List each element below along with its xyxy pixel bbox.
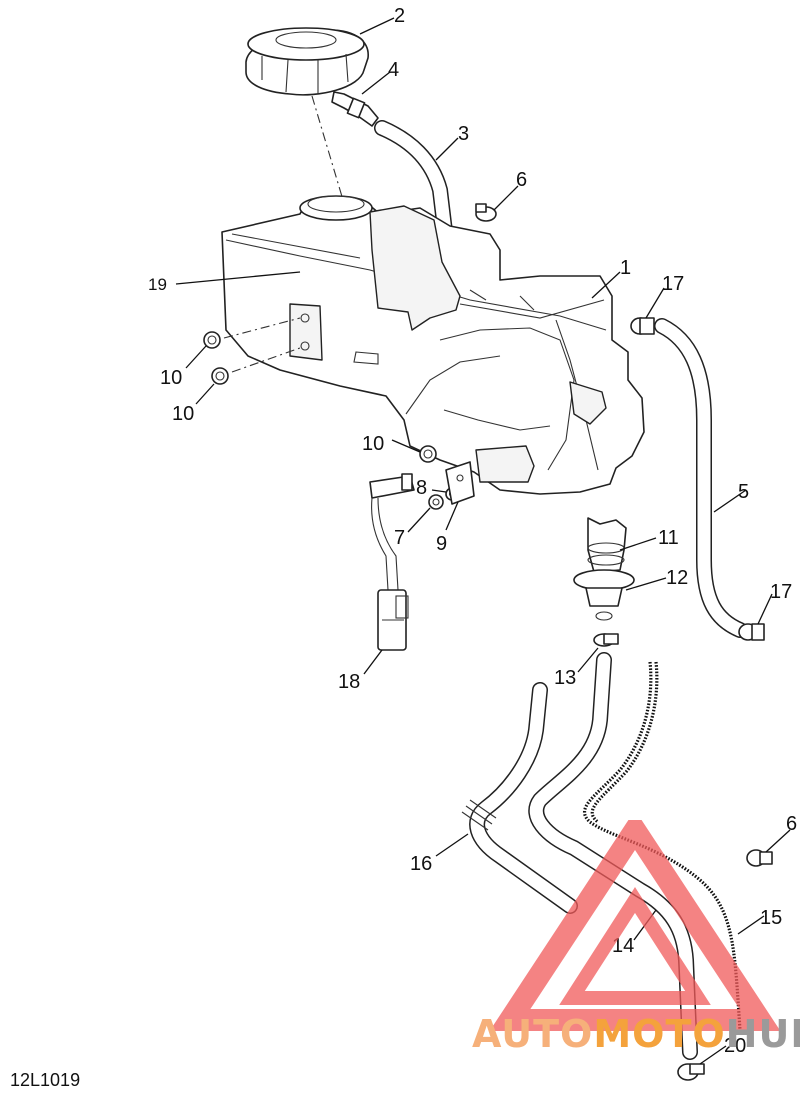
vent-valve — [331, 91, 379, 127]
bolt-left-lower — [211, 367, 229, 385]
callout-11: 11 — [658, 527, 679, 549]
callout-14: 14 — [612, 935, 634, 957]
hose-fitting-top — [630, 317, 655, 335]
callout-10-center: 10 — [362, 433, 384, 455]
callout-8: 8 — [416, 477, 427, 499]
nut — [428, 494, 444, 510]
callout-19: 19 — [148, 275, 167, 294]
callout-20: 20 — [724, 1035, 746, 1057]
bolt-left-upper — [203, 331, 221, 349]
callout-17-top: 17 — [662, 273, 684, 295]
cap-axis-line — [311, 95, 347, 211]
check-valve — [587, 517, 627, 573]
callout-15: 15 — [760, 907, 782, 929]
hose-clamp-top — [475, 203, 497, 222]
hose-clamp-middle — [593, 633, 619, 647]
callout-7: 7 — [394, 527, 405, 549]
figure-id: 12L1019 — [10, 1070, 81, 1090]
callout-3: 3 — [458, 123, 469, 145]
level-sensor-harness — [369, 473, 415, 651]
filler-cap — [245, 27, 369, 96]
callout-13: 13 — [554, 667, 576, 689]
callout-9: 9 — [436, 533, 447, 555]
callout-10-upper: 10 — [160, 367, 182, 389]
callout-6-top: 6 — [516, 169, 527, 191]
callout-16: 16 — [410, 853, 432, 875]
callout-10-lower: 10 — [172, 403, 194, 425]
bolt-center — [419, 445, 437, 463]
callout-5: 5 — [738, 481, 749, 503]
valve-grommet — [573, 569, 635, 621]
callout-6-right: 6 — [786, 813, 797, 835]
callout-4: 4 — [388, 59, 399, 81]
hose-ribbing — [461, 799, 497, 831]
fuel-tank — [221, 195, 645, 495]
callout-17-bottom: 17 — [770, 581, 792, 603]
callout-2: 2 — [394, 5, 405, 27]
sensor-bracket — [445, 461, 475, 505]
callout-12: 12 — [666, 567, 688, 589]
hose-fitting-bottom — [738, 623, 765, 641]
callout-1: 1 — [620, 257, 631, 279]
hose-clamp-right — [746, 849, 773, 867]
callout-18: 18 — [338, 671, 360, 693]
hose-clamp-bottom — [677, 1063, 705, 1081]
